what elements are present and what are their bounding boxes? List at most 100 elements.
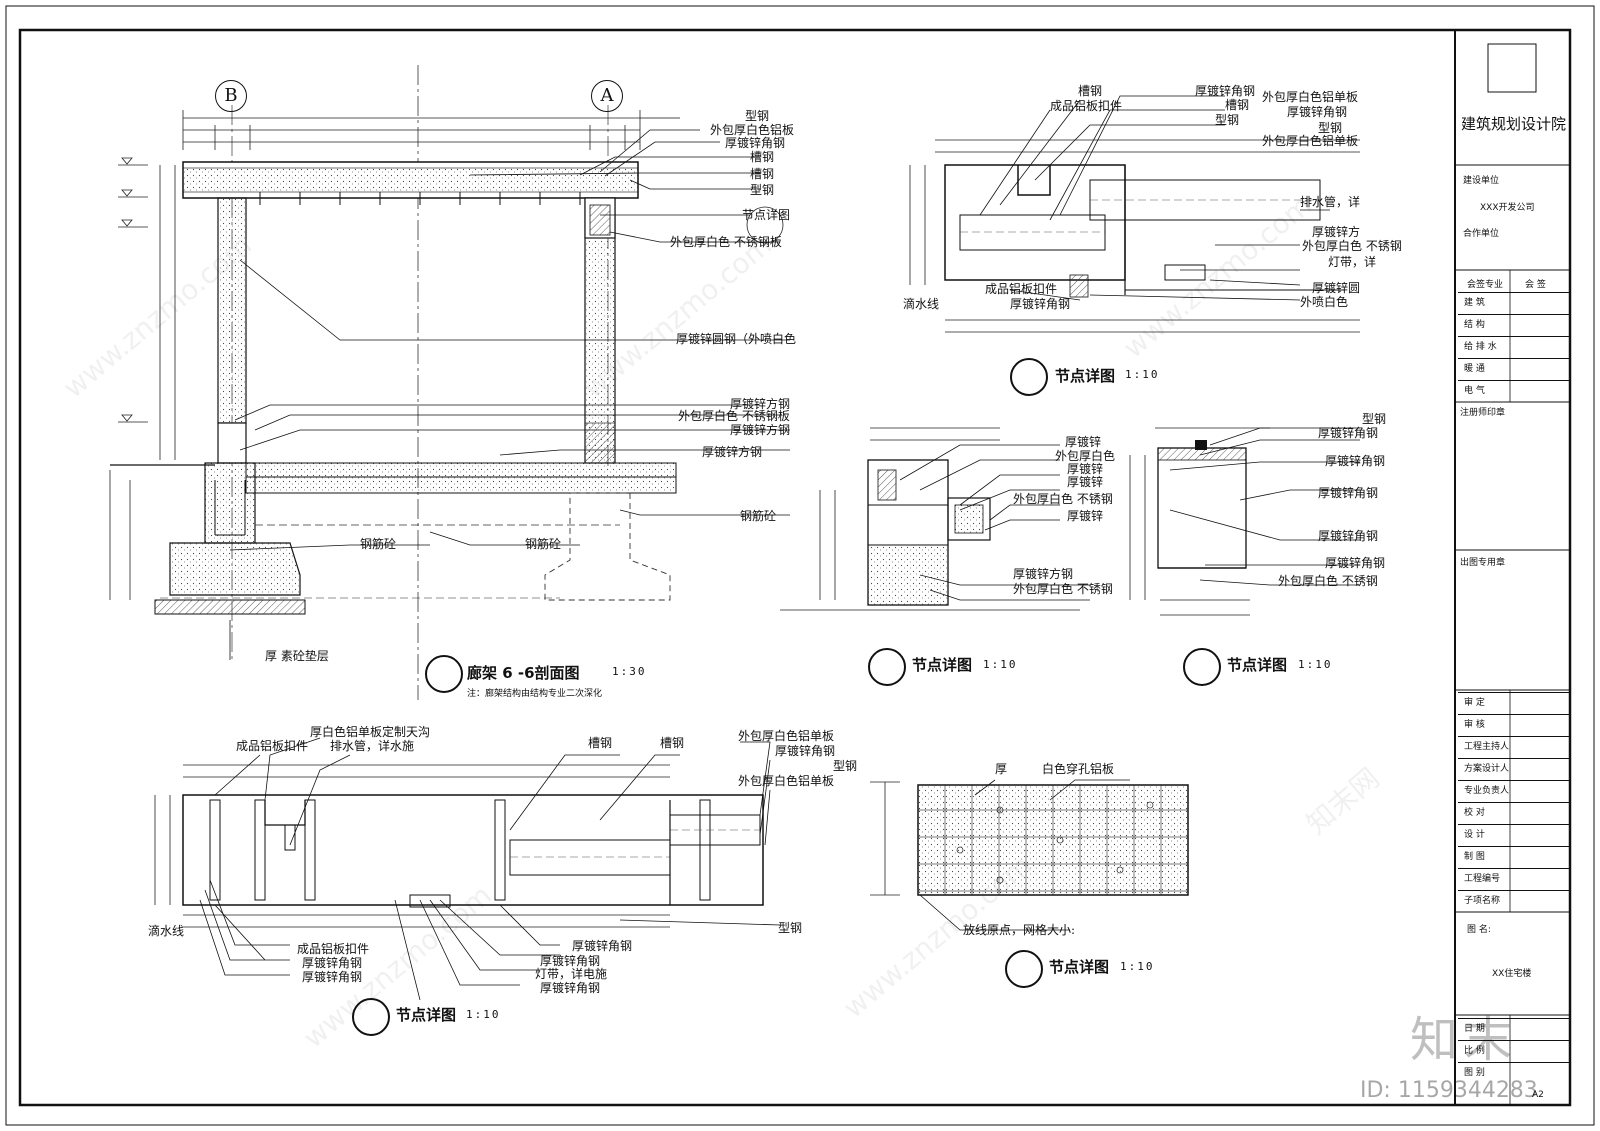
sheet-code: A2: [1532, 1090, 1544, 1100]
node4-label: 灯带，详电施: [535, 967, 608, 981]
discipline-row: 给 排 水: [1458, 336, 1570, 357]
section-label: 厚镀锌方钢: [702, 445, 763, 459]
node4-label: 厚镀锌角钢: [302, 956, 363, 970]
footer-row: 比 例: [1458, 1040, 1570, 1061]
section-label: 厚 素砼垫层: [265, 649, 329, 663]
node1-label: 厚镀锌角钢: [1287, 105, 1348, 119]
node2-scale: 1:10: [983, 658, 1018, 671]
node4-scale: 1:10: [466, 1008, 501, 1021]
section-label: 节点详图: [742, 208, 791, 222]
drawing-name-label: 图 名:: [1467, 925, 1491, 935]
section-label: 外包厚白色 不锈钢板: [678, 409, 790, 423]
client-value: XXX开发公司: [1480, 203, 1535, 213]
node5-label: 厚: [995, 762, 1008, 776]
view-symbol-circle: [868, 648, 906, 686]
node3-label: 厚镀锌角钢: [1318, 486, 1379, 500]
node4-label: 成品铝板扣件: [297, 942, 370, 956]
node4-label: 型钢: [778, 921, 803, 935]
node3-label: 型钢: [1362, 412, 1387, 426]
countersign-col: 会 签: [1525, 280, 1546, 290]
view-symbol-circle: [1183, 648, 1221, 686]
stamp-label: 注册师印章: [1460, 408, 1506, 418]
node4-label: 厚镀锌角钢: [572, 939, 633, 953]
institute-name: 建筑规划设计院: [1461, 115, 1567, 133]
node2-label: 厚镀锌: [1067, 462, 1104, 476]
node2-label: 外包厚白色 不锈钢: [1013, 492, 1113, 506]
node4-label: 外包厚白色铝单板: [738, 774, 835, 788]
node4-label: 型钢: [833, 759, 858, 773]
node2-label: 厚镀锌: [1067, 475, 1104, 489]
node4-label: 厚白色铝单板定制天沟: [310, 725, 431, 739]
node4-label: 成品铝板扣件: [236, 739, 309, 753]
brand-watermark: 知末: [1410, 1012, 1519, 1068]
node2-label: 外包厚白色 不锈钢: [1013, 582, 1113, 596]
node5-title: 节点详图: [1049, 958, 1110, 976]
approval-row: 子项名称: [1458, 890, 1570, 911]
approval-row: 审 定: [1458, 692, 1570, 713]
node4-label: 槽钢: [660, 736, 685, 750]
node3-label: 外包厚白色 不锈钢: [1278, 574, 1378, 588]
node5-scale: 1:10: [1120, 960, 1155, 973]
view-symbol-circle: [1005, 950, 1043, 988]
node5-label: 放线原点，网格大小:: [963, 923, 1076, 937]
discipline-row: 电 气: [1458, 380, 1570, 401]
node1-label: 外包厚白色铝单板: [1262, 134, 1359, 148]
section-label: 厚镀锌方钢: [730, 423, 791, 437]
approval-row: 专业负责人: [1458, 780, 1570, 801]
section-label: 厚镀锌方钢: [730, 397, 791, 411]
node1-label: 外喷白色: [1300, 295, 1349, 309]
axis-marker-b: B: [215, 80, 247, 112]
node1-label: 槽钢: [1225, 98, 1250, 112]
discipline-row: 建 筑: [1458, 292, 1570, 313]
node1-title: 节点详图: [1055, 367, 1116, 385]
node1-label: 型钢: [1318, 121, 1343, 135]
approval-row: 制 图: [1458, 846, 1570, 867]
view-symbol-circle: [1010, 358, 1048, 396]
node4-label: 外包厚白色铝单板: [738, 729, 835, 743]
section-label: 钢筋砼: [525, 537, 562, 551]
section-label: 钢筋砼: [360, 537, 397, 551]
view-symbol-circle: [425, 655, 463, 693]
axis-marker-a: A: [591, 80, 623, 112]
node1-label: 厚镀锌圆: [1312, 281, 1361, 295]
node3-label: 厚镀锌角钢: [1325, 556, 1386, 570]
node2-title: 节点详图: [912, 656, 973, 674]
section-scale: 1:30: [612, 665, 647, 678]
node4-label: 槽钢: [588, 736, 613, 750]
approval-row: 工程编号: [1458, 868, 1570, 889]
node1-label: 外包厚白色铝单板: [1262, 90, 1359, 104]
discipline-row: 暖 通: [1458, 358, 1570, 379]
node1-label: 厚镀锌角钢: [1195, 84, 1256, 98]
approval-row: 审 核: [1458, 714, 1570, 735]
node4-label: 厚镀锌角钢: [302, 970, 363, 984]
node1-label: 外包厚白色 不锈钢: [1302, 239, 1402, 253]
node1-label: 厚镀锌角钢: [1010, 297, 1071, 311]
node1-label: 槽钢: [1078, 84, 1103, 98]
issue-stamp-label: 出图专用章: [1460, 558, 1506, 568]
countersign-label: 会签专业: [1467, 280, 1504, 290]
node1-label: 成品铝板扣件: [1050, 99, 1123, 113]
view-symbol-circle: [352, 998, 390, 1036]
node4-title: 节点详图: [396, 1006, 457, 1024]
node3-label: 厚镀锌角钢: [1318, 426, 1379, 440]
node3-label: 厚镀锌角钢: [1325, 454, 1386, 468]
node3-label: 厚镀锌角钢: [1318, 529, 1379, 543]
approval-row: 工程主持人: [1458, 736, 1570, 757]
node2-label: 厚镀锌方钢: [1013, 567, 1074, 581]
node2-label: 厚镀锌: [1065, 435, 1102, 449]
node1-label: 厚镀锌方: [1312, 225, 1361, 239]
node3-title: 节点详图: [1227, 656, 1288, 674]
approval-row: 设 计: [1458, 824, 1570, 845]
node1-label: 型钢: [1215, 113, 1240, 127]
section-label: 厚镀锌圆钢（外喷白色: [676, 332, 797, 346]
footer-row: 图 别: [1458, 1062, 1570, 1083]
section-label: 钢筋砼: [740, 509, 777, 523]
discipline-row: 结 构: [1458, 314, 1570, 335]
approval-row: 方案设计人: [1458, 758, 1570, 779]
node5-label: 白色穿孔铝板: [1042, 762, 1115, 776]
section-label: 型钢: [750, 183, 775, 197]
partner-label: 合作单位: [1463, 229, 1500, 239]
node1-scale: 1:10: [1125, 368, 1160, 381]
